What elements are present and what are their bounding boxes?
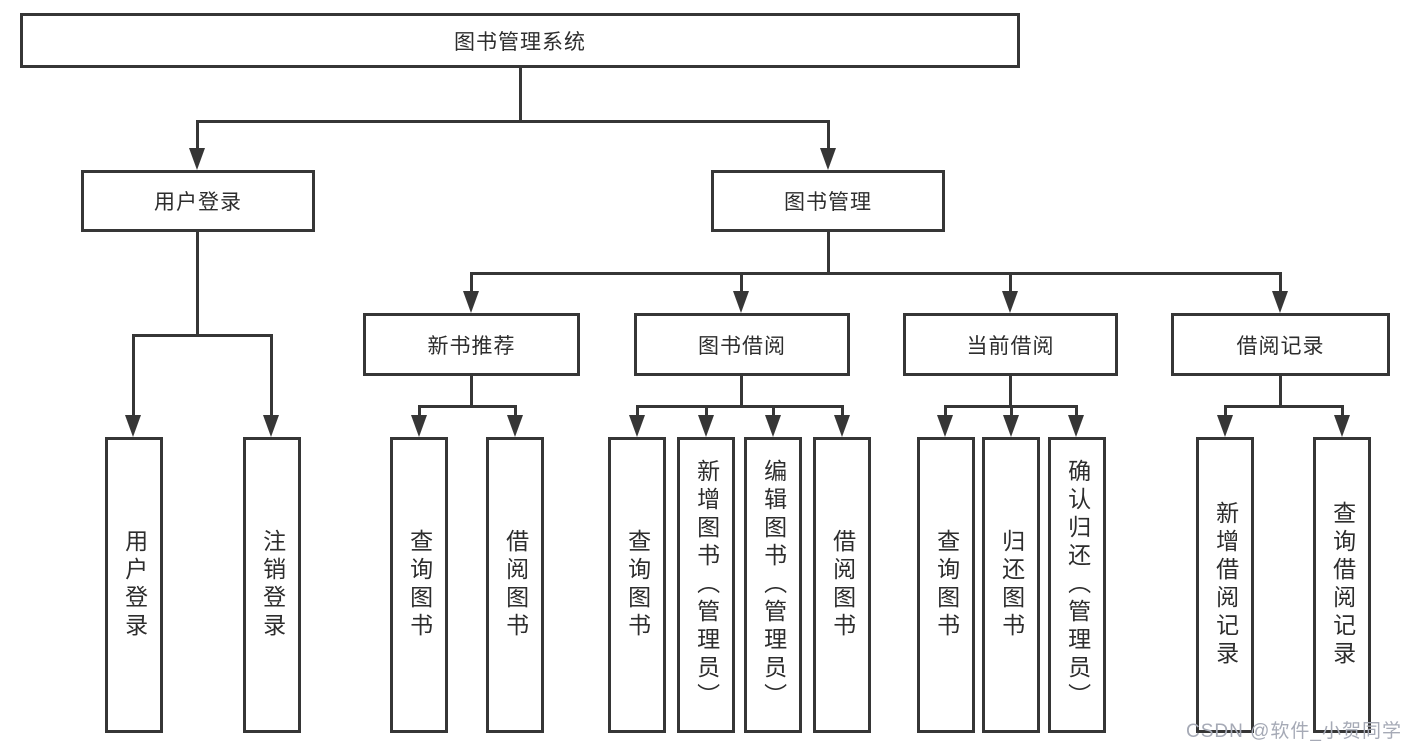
connector-line xyxy=(827,120,830,152)
connector-line xyxy=(418,405,421,418)
node-label: 用户登录 xyxy=(121,529,148,641)
node-label: 查询图书 xyxy=(406,529,433,641)
arrow-down-icon xyxy=(698,415,714,437)
arrow-down-icon xyxy=(263,415,279,437)
node-root-library-system: 图书管理系统 xyxy=(20,13,1020,68)
arrow-down-icon xyxy=(820,148,836,170)
node-leaf-records-add-record: 新增借阅记录 xyxy=(1196,437,1254,733)
connector-line xyxy=(740,376,743,407)
connector-line xyxy=(270,334,273,418)
arrow-down-icon xyxy=(411,415,427,437)
node-label: 编辑图书（管理员） xyxy=(760,459,787,711)
arrow-down-icon xyxy=(125,415,141,437)
node-book-management: 图书管理 xyxy=(711,170,945,232)
node-leaf-current-confirm-return-admin: 确认归还（管理员） xyxy=(1048,437,1106,733)
connector-line xyxy=(1279,376,1282,407)
connector-line xyxy=(418,405,516,408)
arrow-down-icon xyxy=(1003,415,1019,437)
arrow-down-icon xyxy=(463,291,479,313)
connector-line xyxy=(1010,405,1013,418)
arrow-down-icon xyxy=(834,415,850,437)
connector-line xyxy=(196,120,199,152)
connector-line xyxy=(1009,272,1012,298)
connector-line xyxy=(132,334,135,418)
arrow-down-icon xyxy=(507,415,523,437)
connector-line xyxy=(1224,405,1227,418)
arrow-down-icon xyxy=(189,148,205,170)
connector-line xyxy=(636,405,639,418)
connector-line xyxy=(1341,405,1344,418)
connector-line xyxy=(132,334,273,337)
arrow-down-icon xyxy=(1217,415,1233,437)
csdn-watermark: CSDN @软件_小贺同学 xyxy=(1186,721,1402,742)
connector-line xyxy=(1075,405,1078,418)
connector-line xyxy=(1224,405,1343,408)
node-leaf-borrow-borrow-books: 借阅图书 xyxy=(813,437,871,733)
node-label: 新书推荐 xyxy=(427,334,516,358)
node-leaf-user-login: 用户登录 xyxy=(105,437,163,733)
node-new-book-recommendation: 新书推荐 xyxy=(363,313,580,376)
node-label: 借阅记录 xyxy=(1236,334,1325,358)
node-label: 借阅图书 xyxy=(502,529,529,641)
node-current-borrowing: 当前借阅 xyxy=(903,313,1118,376)
arrow-down-icon xyxy=(1272,291,1288,313)
connector-line xyxy=(740,272,743,298)
node-leaf-newbook-query-books: 查询图书 xyxy=(390,437,448,733)
node-label: 图书借阅 xyxy=(698,334,786,358)
connector-line xyxy=(1009,376,1012,407)
connector-line xyxy=(841,405,844,418)
node-label: 借阅图书 xyxy=(829,529,856,641)
node-label: 注销登录 xyxy=(259,529,286,641)
node-user-login: 用户登录 xyxy=(81,170,315,232)
connector-line xyxy=(636,405,843,408)
arrow-down-icon xyxy=(1068,415,1084,437)
arrow-down-icon xyxy=(937,415,953,437)
node-leaf-borrow-query-books: 查询图书 xyxy=(608,437,666,733)
node-label: 确认归还（管理员） xyxy=(1064,459,1091,711)
connector-line xyxy=(772,405,775,418)
node-label: 查询图书 xyxy=(933,529,960,641)
node-label: 新增借阅记录 xyxy=(1212,501,1239,669)
node-label: 当前借阅 xyxy=(966,334,1055,358)
connector-line xyxy=(470,272,1281,275)
node-borrowing-records: 借阅记录 xyxy=(1171,313,1390,376)
node-leaf-current-return-books: 归还图书 xyxy=(982,437,1040,733)
node-leaf-current-query-books: 查询图书 xyxy=(917,437,975,733)
arrow-down-icon xyxy=(629,415,645,437)
node-label: 查询借阅记录 xyxy=(1329,501,1356,669)
connector-line xyxy=(944,405,947,418)
connector-line xyxy=(519,68,522,122)
arrow-down-icon xyxy=(1002,291,1018,313)
connector-line xyxy=(827,232,830,274)
node-label: 新增图书（管理员） xyxy=(693,459,720,711)
node-book-borrowing: 图书借阅 xyxy=(634,313,850,376)
connector-line xyxy=(196,232,199,336)
connector-line xyxy=(470,272,473,298)
node-label: 图书管理 xyxy=(784,191,872,214)
connector-line xyxy=(705,405,708,418)
connector-line xyxy=(196,120,830,123)
arrow-down-icon xyxy=(765,415,781,437)
node-leaf-newbook-borrow-books: 借阅图书 xyxy=(486,437,544,733)
node-label: 归还图书 xyxy=(998,529,1025,641)
node-leaf-logout: 注销登录 xyxy=(243,437,301,733)
connector-line xyxy=(470,376,473,407)
arrow-down-icon xyxy=(1334,415,1350,437)
node-leaf-records-query-record: 查询借阅记录 xyxy=(1313,437,1371,733)
node-label: 图书管理系统 xyxy=(454,30,586,54)
connector-line xyxy=(514,405,517,418)
node-leaf-borrow-edit-books-admin: 编辑图书（管理员） xyxy=(744,437,802,733)
connector-line xyxy=(1279,272,1282,298)
node-leaf-borrow-add-books-admin: 新增图书（管理员） xyxy=(677,437,735,733)
node-label: 查询图书 xyxy=(624,529,651,641)
arrow-down-icon xyxy=(733,291,749,313)
node-label: 用户登录 xyxy=(154,191,242,214)
